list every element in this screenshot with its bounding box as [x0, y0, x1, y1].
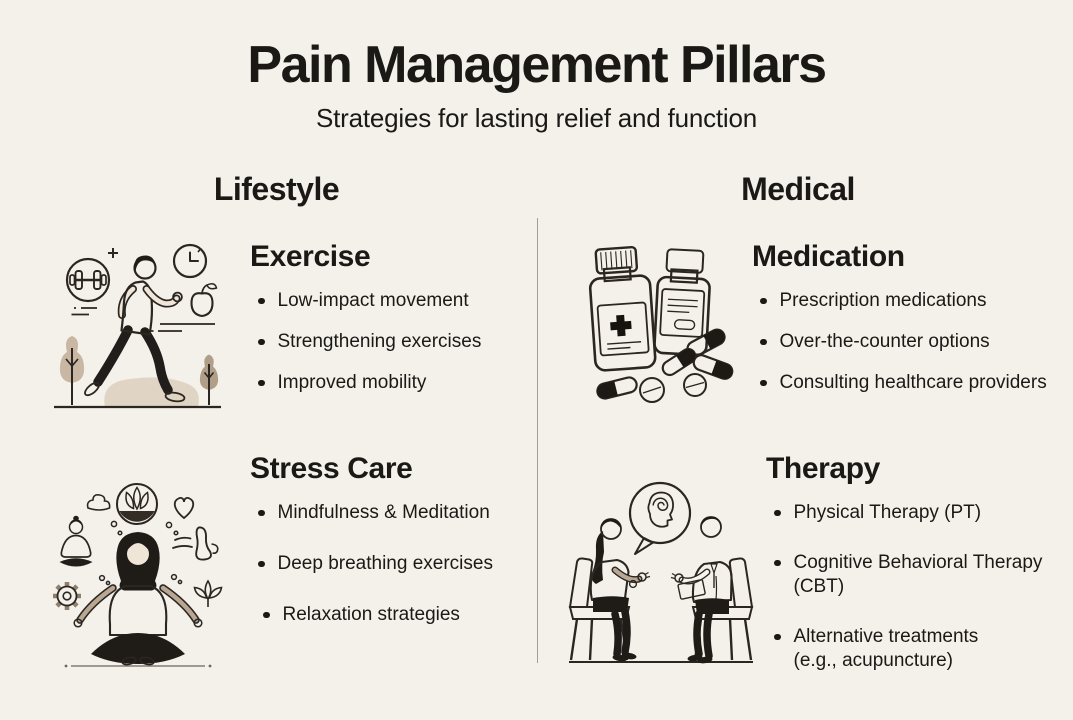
meditating-woman-figure	[73, 532, 203, 666]
section-heading-therapy: Therapy	[766, 452, 880, 485]
page-title: Pain Management Pillars	[247, 36, 827, 94]
stress-care-illustration-svg	[53, 483, 223, 668]
gear-icon	[53, 582, 81, 610]
bullet-item: Alternative treatments (e.g., acupunctur…	[772, 625, 1066, 673]
tablet-pills	[639, 373, 707, 403]
stress-care-bullet-list: Mindfulness & Meditation Deep breathing …	[250, 501, 550, 627]
lotus-icon	[116, 483, 158, 525]
ground-line	[64, 664, 212, 668]
therapy-bullet-list: Physical Therapy (PT) Cognitive Behavior…	[766, 501, 1066, 673]
section-heading-medication: Medication	[752, 240, 905, 273]
therapy-illustration	[565, 476, 757, 671]
therapy-illustration-svg	[568, 481, 754, 664]
stress-care-illustration	[53, 478, 223, 677]
spiral-icon	[652, 497, 669, 511]
dumbbell-icon	[65, 257, 111, 303]
clipboard	[677, 579, 706, 600]
page-subtitle: Strategies for lasting relief and functi…	[315, 103, 758, 133]
runner-hair	[134, 255, 156, 272]
medication-illustration	[585, 238, 740, 411]
mini-meditator-icon	[59, 515, 93, 567]
bullet-item: Strengthening exercises	[256, 330, 530, 354]
pill-bottle-right	[653, 248, 711, 357]
bullet-item: Cognitive Behavioral Therapy (CBT)	[772, 551, 1066, 599]
column-header-lifestyle: Lifestyle	[213, 171, 340, 207]
section-therapy: Therapy Physical Therapy (PT) Cognitive …	[766, 452, 1066, 699]
medication-illustration-svg	[588, 245, 734, 403]
column-header-medical: Medical	[741, 171, 855, 207]
therapist-figure	[670, 516, 733, 664]
section-stress-care: Stress Care Mindfulness & Meditation Dee…	[250, 452, 550, 654]
patient-hair-back	[591, 531, 604, 584]
patient-figure	[589, 518, 651, 662]
bullet-item: Improved mobility	[256, 371, 530, 395]
exercise-illustration-svg	[54, 243, 221, 409]
bullet-item: Prescription medications	[758, 289, 1052, 313]
pill-bottle-left	[588, 245, 657, 372]
section-exercise: Exercise Low-impact movement Strengtheni…	[250, 240, 530, 412]
bullet-item: Deep breathing exercises	[256, 552, 550, 576]
bullet-item: Mindfulness & Meditation	[256, 501, 550, 525]
bullet-item: Consulting healthcare providers	[758, 371, 1052, 395]
bullet-item: Physical Therapy (PT)	[772, 501, 1066, 525]
leaf-icon	[193, 579, 223, 607]
motion-dashes	[71, 307, 215, 332]
section-medication: Medication Prescription medications Over…	[752, 240, 1052, 412]
heart-icon	[173, 497, 195, 520]
clock-icon	[172, 243, 208, 279]
apple-icon	[190, 283, 218, 318]
tree-icon	[59, 336, 85, 405]
speech-bubble-icon	[628, 481, 692, 555]
breath-nose-icon	[172, 526, 219, 561]
bud-icon	[86, 494, 111, 511]
bullet-item: Relaxation strategies	[256, 603, 550, 627]
exercise-illustration	[50, 242, 225, 417]
exercise-bullet-list: Low-impact movement Strengthening exerci…	[250, 289, 530, 395]
decorative-dots	[98, 520, 183, 586]
tree-icon-small	[199, 354, 219, 405]
section-heading-stress-care: Stress Care	[250, 452, 413, 485]
section-heading-exercise: Exercise	[250, 240, 371, 273]
mind-head-icon	[647, 491, 674, 528]
runner-figure	[84, 255, 186, 403]
therapist-hair	[701, 516, 721, 528]
ground-blob	[104, 377, 199, 407]
medication-bullet-list: Prescription medications Over-the-counte…	[752, 289, 1052, 395]
plus-icon	[108, 248, 118, 258]
bullet-item: Low-impact movement	[256, 289, 530, 313]
column-divider	[537, 218, 538, 663]
capsule-pills	[596, 328, 734, 400]
bullet-item: Over-the-counter options	[758, 330, 1052, 354]
